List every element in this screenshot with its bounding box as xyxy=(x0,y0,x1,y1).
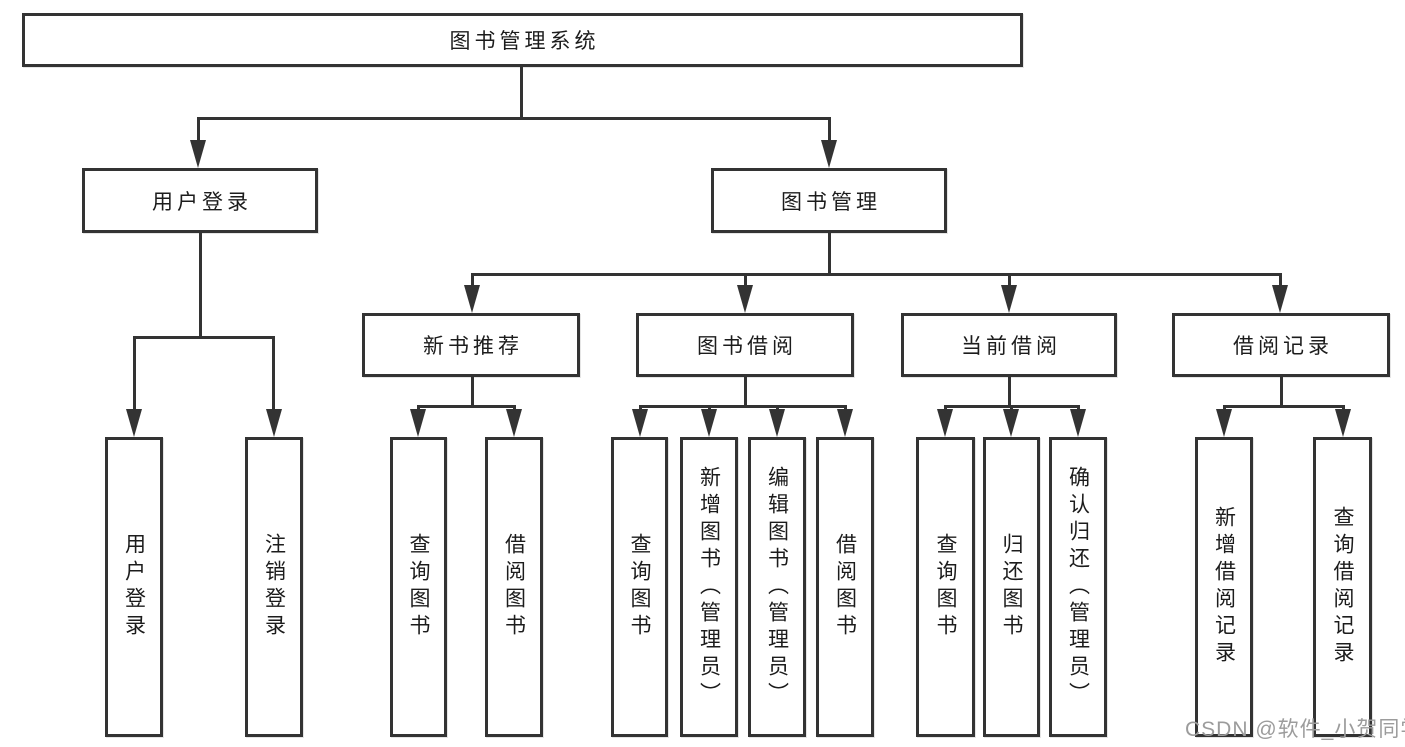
leaf-search-books-current: 查询图书 xyxy=(916,437,975,737)
arrowhead-down-icon xyxy=(1070,409,1086,437)
arrowhead-down-icon xyxy=(737,285,753,313)
connector-line xyxy=(1010,405,1013,411)
arrowhead-down-icon xyxy=(1001,285,1017,313)
arrowhead-down-icon xyxy=(126,409,142,437)
leaf-edit-books-admin: 编辑图书（管理员） xyxy=(748,437,806,737)
leaf-add-books-admin: 新增图书（管理员） xyxy=(680,437,738,737)
node-user-login: 用户登录 xyxy=(82,168,318,233)
leaf-user-login: 用户登录 xyxy=(105,437,163,737)
leaf-label: 确认归还（管理员） xyxy=(1066,465,1090,709)
arrowhead-down-icon xyxy=(937,409,953,437)
leaf-label: 查询借阅记录 xyxy=(1331,506,1354,668)
leaf-label: 借阅图书 xyxy=(833,533,857,641)
connector-line xyxy=(1279,273,1282,287)
arrowhead-down-icon xyxy=(701,409,717,437)
connector-line xyxy=(744,273,747,287)
connector-line xyxy=(639,405,847,408)
leaf-borrow-books-recommend: 借阅图书 xyxy=(485,437,543,737)
connector-line xyxy=(828,233,831,273)
connector-line xyxy=(133,336,136,410)
leaf-label: 查询图书 xyxy=(407,533,430,641)
leaf-confirm-return-admin: 确认归还（管理员） xyxy=(1049,437,1107,737)
leaf-add-borrow-record: 新增借阅记录 xyxy=(1195,437,1253,737)
connector-line xyxy=(471,273,474,287)
watermark: CSDN @软件_小贺同学 xyxy=(1185,718,1405,741)
connector-line xyxy=(639,405,642,411)
connector-line xyxy=(513,405,516,411)
connector-line xyxy=(199,233,202,336)
leaf-search-books-borrowing: 查询图书 xyxy=(611,437,668,737)
leaf-logout: 注销登录 xyxy=(245,437,303,737)
arrowhead-down-icon xyxy=(769,409,785,437)
leaf-borrow-books: 借阅图书 xyxy=(816,437,874,737)
leaf-return-books: 归还图书 xyxy=(983,437,1040,737)
node-book-management: 图书管理 xyxy=(711,168,947,233)
connector-line xyxy=(1077,405,1080,411)
connector-line xyxy=(417,405,516,408)
arrowhead-down-icon xyxy=(464,285,480,313)
connector-line xyxy=(1008,377,1011,405)
leaf-label: 归还图书 xyxy=(1000,533,1023,641)
arrowhead-down-icon xyxy=(266,409,282,437)
connector-line xyxy=(1008,273,1011,287)
node-borrowing-records: 借阅记录 xyxy=(1172,313,1390,377)
connector-line xyxy=(471,377,474,405)
arrowhead-down-icon xyxy=(1003,409,1019,437)
leaf-search-borrow-record: 查询借阅记录 xyxy=(1313,437,1372,737)
arrowhead-down-icon xyxy=(410,409,426,437)
connector-line xyxy=(1223,405,1344,408)
arrowhead-down-icon xyxy=(821,140,837,168)
connector-line xyxy=(471,273,1282,276)
node-book-borrowing: 图书借阅 xyxy=(636,313,854,377)
connector-line xyxy=(272,336,275,410)
connector-line xyxy=(520,67,523,117)
arrowhead-down-icon xyxy=(837,409,853,437)
leaf-label: 新增借阅记录 xyxy=(1212,506,1236,668)
leaf-label: 编辑图书（管理员） xyxy=(765,465,789,709)
connector-line xyxy=(417,405,420,411)
connector-line xyxy=(1342,405,1345,411)
connector-line xyxy=(944,405,947,411)
leaf-label: 查询图书 xyxy=(628,533,651,641)
arrowhead-down-icon xyxy=(632,409,648,437)
connector-line xyxy=(776,405,779,411)
leaf-label: 用户登录 xyxy=(122,533,146,641)
connector-line xyxy=(708,405,711,411)
arrowhead-down-icon xyxy=(190,140,206,168)
connector-line xyxy=(844,405,847,411)
leaf-search-books-recommend: 查询图书 xyxy=(390,437,447,737)
arrowhead-down-icon xyxy=(506,409,522,437)
connector-line xyxy=(1280,377,1283,405)
arrowhead-down-icon xyxy=(1272,285,1288,313)
leaf-label: 注销登录 xyxy=(262,533,286,641)
arrowhead-down-icon xyxy=(1216,409,1232,437)
leaf-label: 借阅图书 xyxy=(502,533,526,641)
node-current-borrowing: 当前借阅 xyxy=(901,313,1117,377)
connector-line xyxy=(133,336,275,339)
leaf-label: 查询图书 xyxy=(934,533,957,641)
leaf-label: 新增图书（管理员） xyxy=(697,465,721,709)
node-new-book-recommendation: 新书推荐 xyxy=(362,313,580,377)
connector-line xyxy=(744,377,747,405)
connector-line xyxy=(828,117,831,143)
node-library-management-system: 图书管理系统 xyxy=(22,13,1023,67)
connector-line xyxy=(197,117,831,120)
connector-line xyxy=(197,117,200,143)
arrowhead-down-icon xyxy=(1335,409,1351,437)
connector-line xyxy=(1223,405,1226,411)
